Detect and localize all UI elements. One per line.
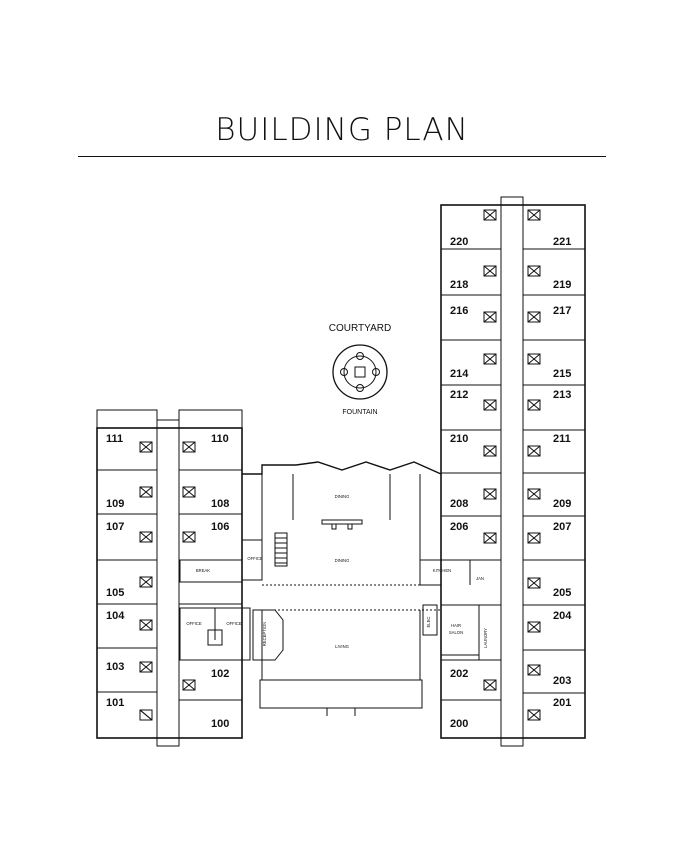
area-label-laundry: LAUNDRY bbox=[483, 628, 488, 648]
room-number: 216 bbox=[450, 305, 468, 317]
room-number: 206 bbox=[450, 521, 468, 533]
area-label-kitchen: KITCHEN bbox=[433, 568, 451, 573]
room-number: 101 bbox=[106, 697, 124, 709]
room-number: 220 bbox=[450, 236, 468, 248]
room-number: 110 bbox=[211, 433, 229, 445]
courtyard-label: COURTYARD bbox=[329, 323, 391, 334]
room-number: 215 bbox=[553, 368, 571, 380]
west-wing-left-rooms: 111 109 107 105 104 103 101 bbox=[106, 433, 125, 709]
west-wing-right-rooms: 110 108 106 102 100 bbox=[211, 433, 229, 730]
room-number: 207 bbox=[553, 521, 571, 533]
east-wing-right-rooms: 221 219 217 215 213 211 209 207 205 204 … bbox=[553, 236, 572, 709]
room-number: 213 bbox=[553, 389, 571, 401]
room-number: 210 bbox=[450, 433, 468, 445]
east-wing-left-rooms: 220 218 216 214 212 210 208 206 bbox=[450, 236, 469, 533]
room-number: 108 bbox=[211, 498, 229, 510]
room-number: 221 bbox=[553, 236, 571, 248]
area-label-break: BREAK bbox=[196, 568, 210, 573]
room-number: 200 bbox=[450, 718, 468, 730]
area-label-reception: RECEPTION bbox=[262, 622, 267, 646]
area-label-elec: ELEC bbox=[426, 617, 431, 628]
room-number: 218 bbox=[450, 279, 468, 291]
room-number: 211 bbox=[553, 433, 571, 445]
area-label-office-left: OFFICE bbox=[186, 621, 202, 626]
room-number: 204 bbox=[553, 610, 572, 622]
room-number: 205 bbox=[553, 587, 571, 599]
title-divider bbox=[78, 156, 606, 157]
room-number: 104 bbox=[106, 610, 125, 622]
area-label-dining-mid: DINING bbox=[335, 558, 350, 563]
area-label-hair: HAIR bbox=[451, 623, 461, 628]
room-number: 107 bbox=[106, 521, 124, 533]
area-label-office-right: OFFICE bbox=[226, 621, 242, 626]
room-number: 212 bbox=[450, 389, 468, 401]
room-number: 208 bbox=[450, 498, 468, 510]
page-title: BUILDING PLAN bbox=[215, 112, 469, 148]
area-label-living: LIVING bbox=[335, 644, 349, 649]
room-number: 106 bbox=[211, 521, 229, 533]
area-label-dining-top: DINING bbox=[335, 494, 350, 499]
room-number: 102 bbox=[211, 668, 229, 680]
east-wing-lower-rooms: 202 200 bbox=[450, 668, 468, 730]
room-number: 111 bbox=[106, 433, 123, 445]
room-number: 109 bbox=[106, 498, 124, 510]
fountain-label: FOUNTAIN bbox=[342, 409, 377, 416]
room-number: 214 bbox=[450, 368, 469, 380]
room-number: 105 bbox=[106, 587, 124, 599]
room-number: 209 bbox=[553, 498, 571, 510]
room-number: 100 bbox=[211, 718, 229, 730]
room-number: 202 bbox=[450, 668, 468, 680]
room-number: 201 bbox=[553, 697, 571, 709]
wall-lines bbox=[96, 196, 586, 747]
area-label-jan: JAN bbox=[476, 576, 484, 581]
area-label-office-small: OFFICE bbox=[247, 556, 263, 561]
room-number: 203 bbox=[553, 675, 571, 687]
area-label-salon: SALON bbox=[449, 630, 463, 635]
room-number: 103 bbox=[106, 661, 124, 673]
room-number: 217 bbox=[553, 305, 571, 317]
room-number: 219 bbox=[553, 279, 571, 291]
